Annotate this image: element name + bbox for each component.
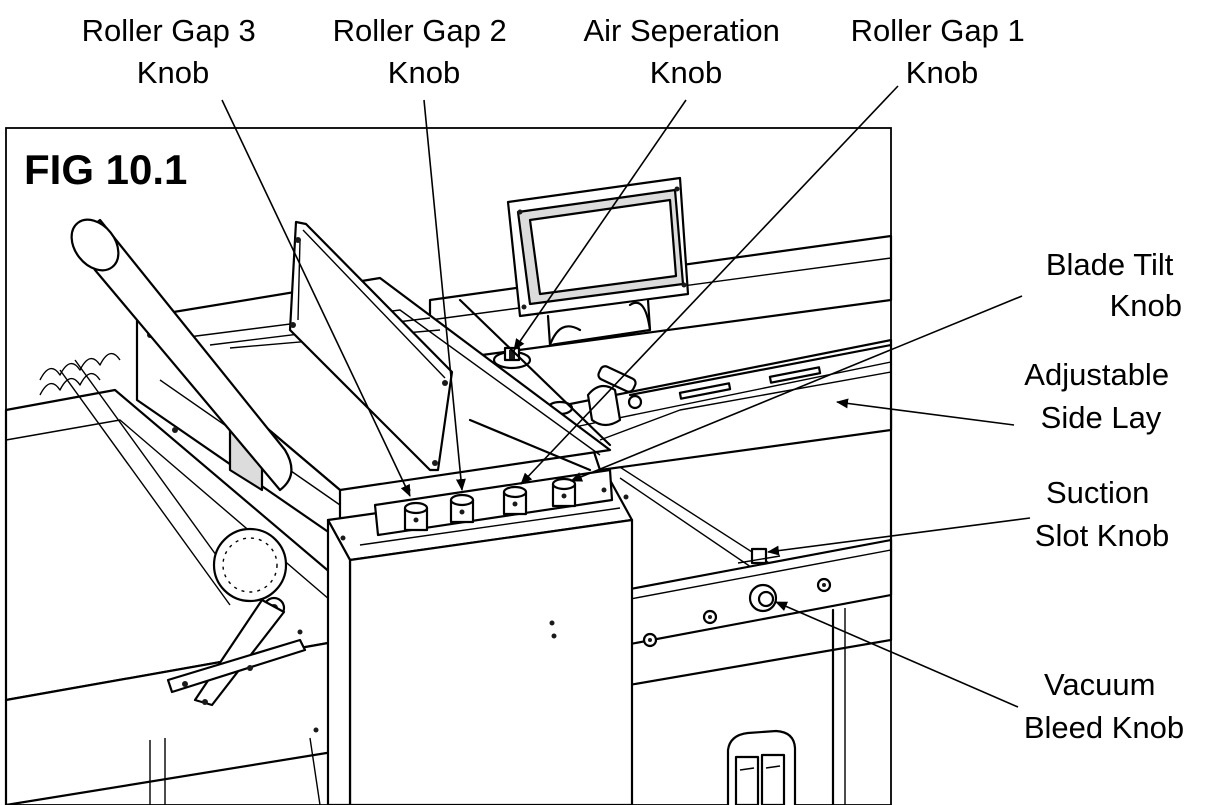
knob-roller-gap-2 — [449, 493, 475, 524]
leader-suction-slot — [767, 517, 1031, 556]
callout-suction-slot: Suction Slot Knob — [1035, 475, 1169, 553]
leader-roller-gap-3 — [221, 99, 411, 497]
leader-adjustable-side-lay — [836, 398, 1015, 426]
leader-air-separation — [513, 99, 687, 351]
leader-vacuum-bleed — [775, 601, 1019, 708]
leader-lines — [221, 85, 1031, 708]
leader-roller-gap-2 — [423, 99, 466, 491]
knob-roller-gap-1 — [502, 485, 528, 516]
machine-illustration — [4, 176, 893, 805]
callout-blade-tilt: Blade Tilt Knob — [1046, 247, 1182, 323]
leader-roller-gap-1 — [520, 85, 899, 485]
knob-blade-tilt — [551, 477, 577, 508]
leader-blade-tilt — [570, 295, 1023, 482]
callout-roller-gap-3: Roller Gap 3 Knob — [82, 13, 265, 90]
callout-roller-gap-1: Roller Gap 1 Knob — [851, 13, 1034, 90]
callout-vacuum-bleed: Vacuum Bleed Knob — [1024, 667, 1184, 745]
callout-roller-gap-2: Roller Gap 2 Knob — [333, 13, 516, 90]
callout-adjustable-side-lay: Adjustable Side Lay — [1024, 357, 1177, 435]
figure-title: FIG 10.1 — [24, 146, 187, 193]
callout-air-separation: Air Seperation Knob — [583, 13, 788, 90]
knob-roller-gap-3 — [403, 501, 429, 532]
callout-labels: Roller Gap 3 Knob Roller Gap 2 Knob Air … — [82, 13, 1184, 745]
